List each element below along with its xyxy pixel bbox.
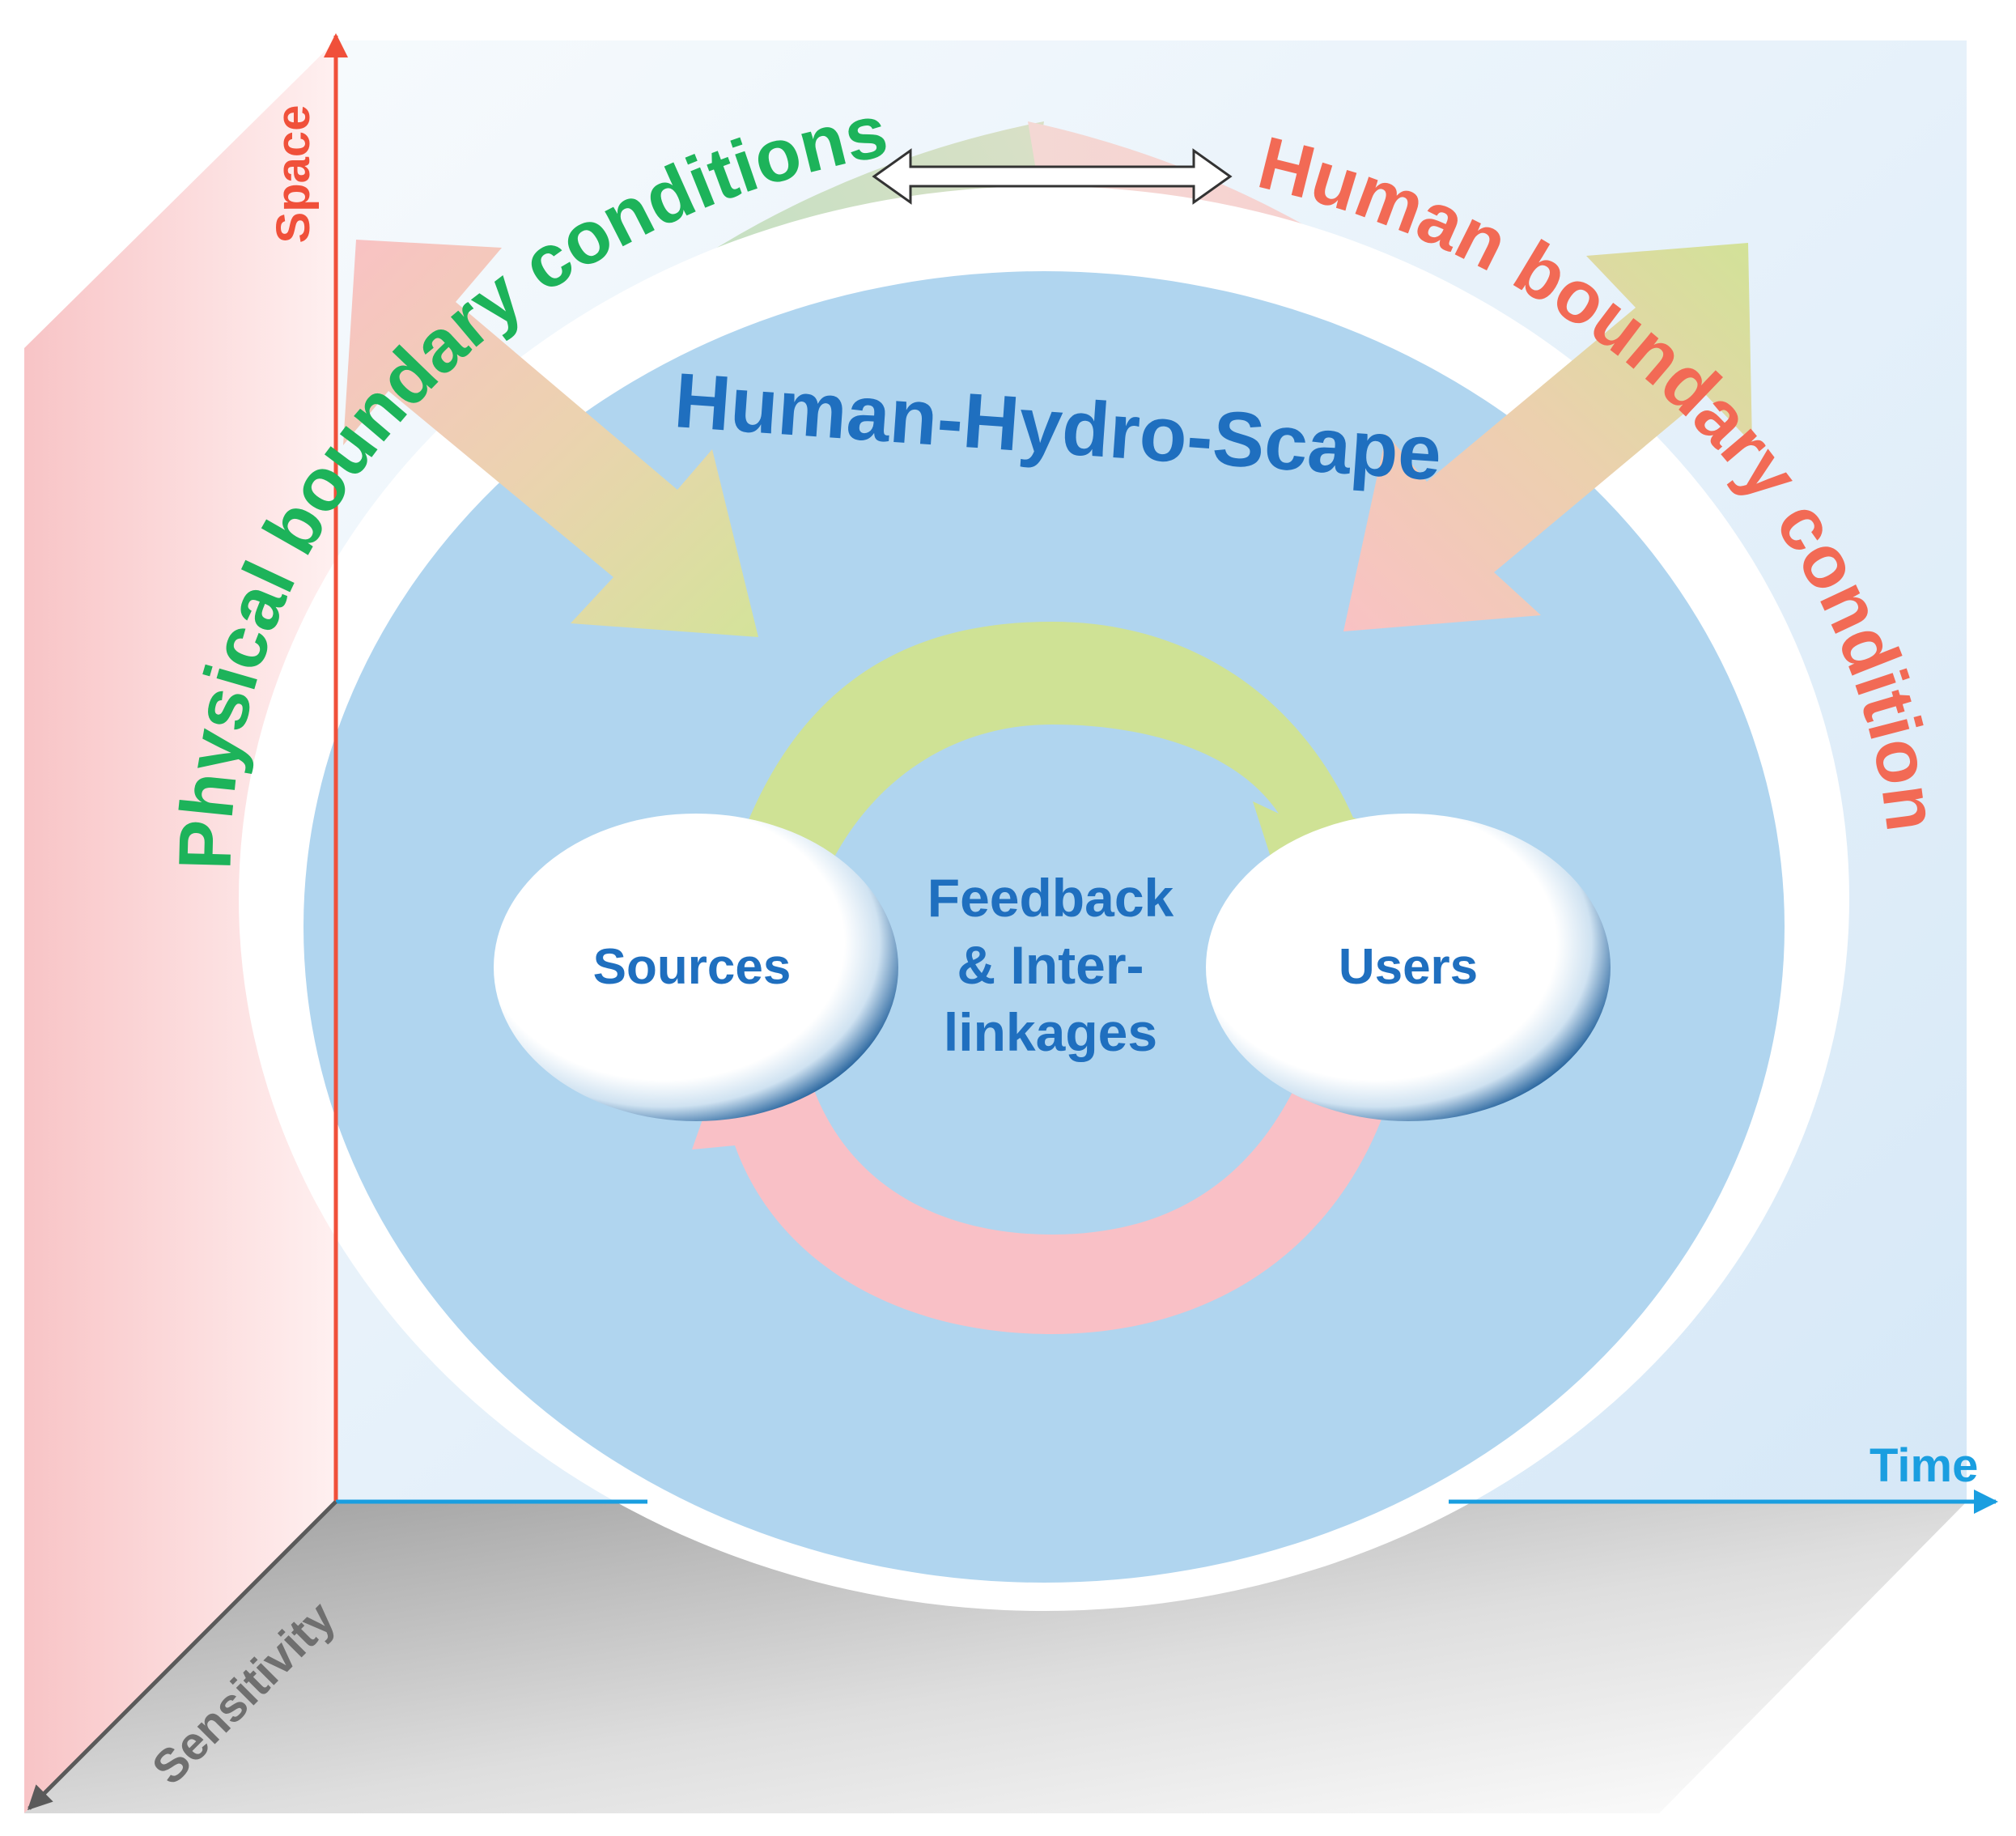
sensitivity-axis [27,1500,337,1811]
users-to-sources-arrow [692,1012,1384,1334]
time-axis-label: Time [1870,1439,1978,1492]
users-label: Users [1339,939,1478,995]
side-wall [24,40,336,1813]
sources-node [494,814,898,1121]
boundary-exchange-arrow [872,148,1233,205]
sources-to-users-arrow [743,622,1424,933]
floor-plane [24,1502,1967,1813]
human-interaction-arrow [1343,243,1752,631]
sources-label: Sources [593,939,792,995]
loop-label-line3: linkages [944,1002,1157,1062]
physical-interaction-arrow [343,240,758,637]
users-node [1206,814,1611,1121]
space-axis-label: Space [267,105,320,244]
loop-label-line2: & Inter- [957,935,1144,995]
loop-label-line1: Feedback [927,868,1174,928]
